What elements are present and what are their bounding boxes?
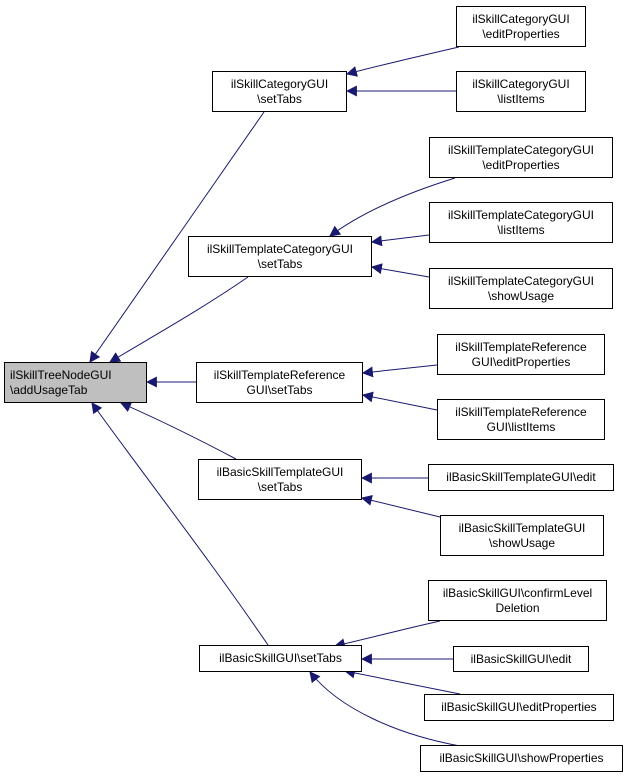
node-label-line1: ilSkillTemplateReference xyxy=(213,367,346,382)
node-template-category-settabs[interactable]: ilSkillTemplateCategoryGUI \setTabs xyxy=(188,236,372,277)
node-label-line1: ilSkillTemplateCategoryGUI xyxy=(447,207,595,222)
node-label-line2: Deletion xyxy=(495,600,540,615)
node-label-line2: GUI\editProperties xyxy=(471,354,571,369)
node-basic-skill-showproperties[interactable]: ilBasicSkillGUI\showProperties xyxy=(420,745,623,772)
edge-cat-settabs-to-root xyxy=(89,111,265,363)
edge-bs-showprops-to-bs-settabs xyxy=(309,671,461,747)
node-label-line1: ilBasicSkillGUI\confirmLevel xyxy=(442,585,593,600)
node-label-line2: \listItems xyxy=(497,222,545,237)
node-skill-category-editproperties[interactable]: ilSkillCategoryGUI \editProperties xyxy=(456,6,586,47)
node-template-reference-editproperties[interactable]: ilSkillTemplateReference GUI\editPropert… xyxy=(437,334,605,375)
node-template-category-listitems[interactable]: ilSkillTemplateCategoryGUI \listItems xyxy=(429,202,613,243)
node-label-line2: GUI\listItems xyxy=(486,419,556,434)
node-basic-skill-editproperties[interactable]: ilBasicSkillGUI\editProperties xyxy=(424,694,614,721)
node-label-line1: ilSkillCategoryGUI xyxy=(472,76,570,91)
node-template-category-editproperties[interactable]: ilSkillTemplateCategoryGUI \editProperti… xyxy=(429,137,613,178)
edge-tplref-editprops-to-tplref-settabs xyxy=(361,364,438,378)
node-template-reference-settabs[interactable]: ilSkillTemplateReference GUI\setTabs xyxy=(196,362,363,403)
edge-bst-showusage-to-bst-settabs xyxy=(360,494,441,518)
node-label-line1: ilSkillTemplateCategoryGUI xyxy=(447,142,595,157)
node-label-line2: \setTabs xyxy=(257,256,303,271)
node-label-line1: ilBasicSkillGUI\edit xyxy=(470,651,572,666)
node-basic-skill-edit[interactable]: ilBasicSkillGUI\edit xyxy=(453,646,589,672)
node-label-line1: ilBasicSkillTemplateGUI xyxy=(458,520,586,535)
node-label-line1: ilSkillCategoryGUI xyxy=(230,76,329,91)
node-label-line1: ilBasicSkillGUI\setTabs xyxy=(219,651,342,665)
edge-tplref-listitems-to-tplref-settabs xyxy=(361,391,438,411)
node-basic-skill-template-showusage[interactable]: ilBasicSkillTemplateGUI \showUsage xyxy=(440,515,604,556)
edge-tplcat-settabs-to-root xyxy=(109,276,249,363)
node-label-line1: ilSkillTemplateReference xyxy=(455,339,587,354)
edge-bs-editprops-to-bs-settabs xyxy=(343,667,461,695)
node-basic-skill-template-edit[interactable]: ilBasicSkillTemplateGUI\edit xyxy=(428,464,614,491)
node-label-line1: ilSkillTreeNodeGUI xyxy=(10,367,112,382)
node-label-line2: \setTabs xyxy=(257,91,302,106)
node-label-line1: ilBasicSkillTemplateGUI\edit xyxy=(446,470,596,484)
node-template-reference-listitems[interactable]: ilSkillTemplateReference GUI\listItems xyxy=(437,399,605,440)
node-label-line2: \editProperties xyxy=(482,26,560,41)
edge-cat-editprops-to-cat-settabs xyxy=(345,46,460,77)
node-label-line1: ilSkillTemplateCategoryGUI xyxy=(206,241,354,256)
node-template-category-showusage[interactable]: ilSkillTemplateCategoryGUI \showUsage xyxy=(429,268,613,309)
edge-tplcat-showusage-to-tplcat-settabs xyxy=(370,263,430,278)
node-skill-category-settabs[interactable]: ilSkillCategoryGUI \setTabs xyxy=(212,71,347,112)
node-skill-category-listitems[interactable]: ilSkillCategoryGUI \listItems xyxy=(456,71,586,112)
edge-tplcat-editprops-to-tplcat-settabs xyxy=(329,177,456,237)
node-root-addusagetab[interactable]: ilSkillTreeNodeGUI \addUsageTab xyxy=(4,362,147,403)
node-label-line1: ilBasicSkillGUI\showProperties xyxy=(439,751,604,765)
node-label-line2: GUI\setTabs xyxy=(246,382,313,397)
node-basic-skill-confirmleveldeletion[interactable]: ilBasicSkillGUI\confirmLevel Deletion xyxy=(428,580,607,621)
node-label-line1: ilBasicSkillTemplateGUI xyxy=(216,464,344,479)
node-label-line2: \editProperties xyxy=(482,157,560,172)
node-label-line2: \listItems xyxy=(497,91,545,106)
node-label-line2: \addUsageTab xyxy=(10,382,88,397)
edge-tplcat-listitems-to-tplcat-settabs xyxy=(370,234,430,247)
node-label-line2: \showUsage xyxy=(487,288,555,303)
edge-bst-settabs-to-root xyxy=(119,401,237,460)
node-basic-skill-settabs[interactable]: ilBasicSkillGUI\setTabs xyxy=(199,645,362,672)
node-label-line1: ilSkillTemplateReference xyxy=(455,404,587,419)
node-label-line2: \showUsage xyxy=(488,535,556,550)
node-label-line1: ilBasicSkillGUI\editProperties xyxy=(441,700,597,714)
node-label-line2: \setTabs xyxy=(257,479,303,494)
node-basic-skill-template-settabs[interactable]: ilBasicSkillTemplateGUI \setTabs xyxy=(198,459,362,500)
node-label-line1: ilSkillCategoryGUI xyxy=(472,11,570,26)
edge-bs-settabs-to-root xyxy=(91,402,269,646)
node-label-line1: ilSkillTemplateCategoryGUI xyxy=(447,273,595,288)
edge-bs-confirm-to-bs-settabs xyxy=(333,620,441,650)
